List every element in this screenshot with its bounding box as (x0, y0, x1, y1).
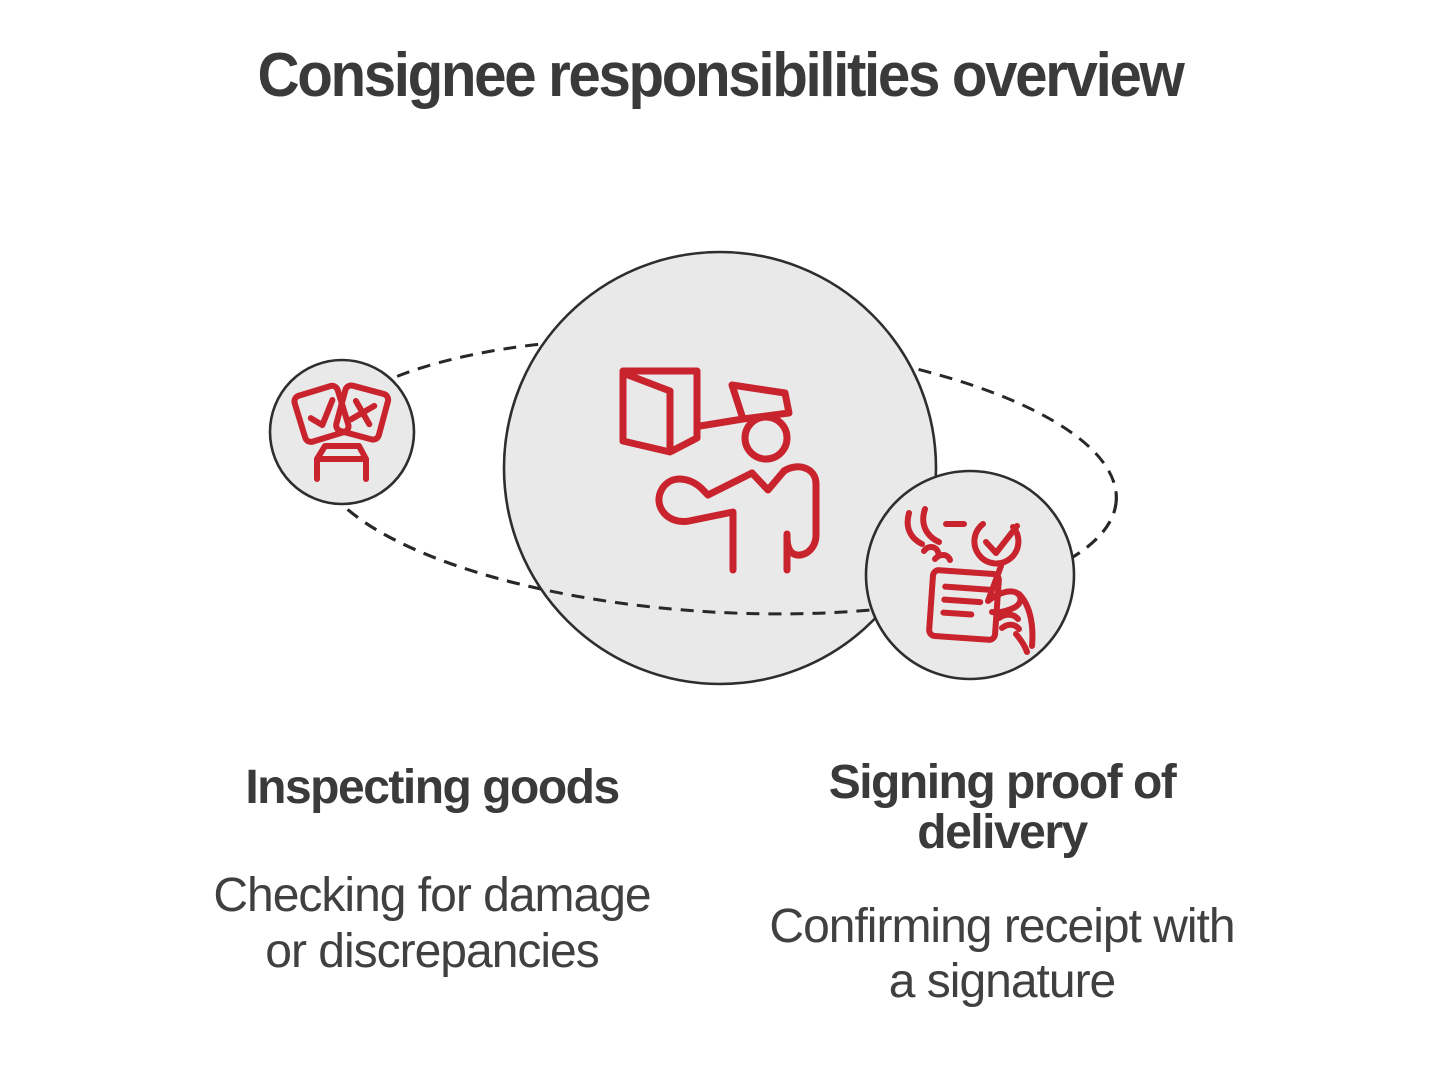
heading-line: Signing proof of (828, 756, 1177, 809)
orbit-diagram (268, 250, 1118, 686)
orbit-ellipse-front (314, 480, 1118, 616)
section-description: Checking for damage or discrepancies (182, 868, 682, 978)
section-heading: Signing proof of delivery (752, 756, 1252, 860)
heading-line: Inspecting goods (245, 761, 620, 814)
section-signing-proof-of-delivery: Signing proof of delivery Confirming rec… (752, 756, 1252, 1009)
section-description: Confirming receipt with a signature (752, 899, 1252, 1009)
description-line: Confirming receipt with (769, 899, 1235, 953)
section-inspecting-goods: Inspecting goods Checking for damage or … (182, 761, 682, 979)
description-line: or discrepancies (265, 924, 600, 978)
inspection-cards-icon (291, 382, 392, 482)
description-line: Checking for damage (213, 869, 651, 923)
page-title: Consignee responsibilities overview (257, 41, 1184, 110)
heading-line: delivery (917, 806, 1088, 860)
central-circle (502, 250, 938, 686)
description-line: a signature (888, 954, 1117, 1008)
section-heading: Inspecting goods (182, 761, 682, 814)
courier-with-package-icon (619, 367, 820, 574)
signed-document-icon (904, 506, 1036, 655)
